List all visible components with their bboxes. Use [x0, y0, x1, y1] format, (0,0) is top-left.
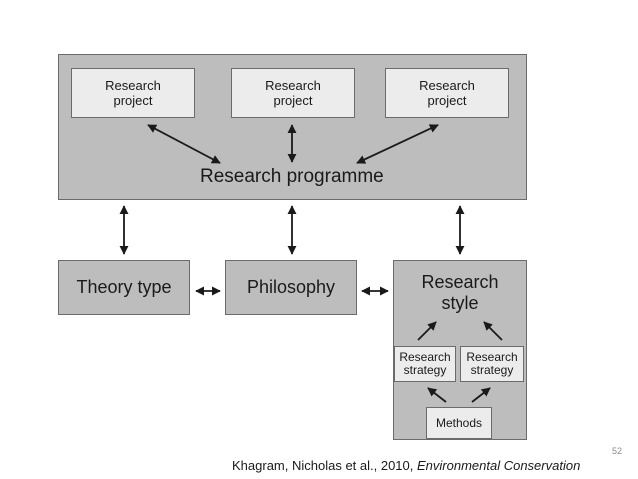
research-project-box-2: Research project — [231, 68, 355, 118]
research-style-text: Research style — [421, 272, 499, 313]
arrow-project3-programme — [356, 124, 439, 164]
citation-journal: Environmental Conservation — [417, 458, 581, 473]
methods-box: Methods — [426, 407, 492, 439]
research-style-label: Research style — [393, 272, 527, 314]
research-project-box-1: Research project — [71, 68, 195, 118]
citation: Khagram, Nicholas et al., 2010, Environm… — [232, 458, 580, 473]
research-strategy-label-right: Research strategy — [466, 350, 518, 377]
research-strategy-box-left: Research strategy — [394, 346, 456, 382]
arrow-strategy-right-style — [483, 321, 503, 341]
methods-label: Methods — [435, 415, 483, 430]
arrow-methods-strategy-right — [471, 387, 491, 403]
theory-type-label: Theory type — [76, 277, 172, 297]
research-project-label-3: Research project — [419, 78, 475, 108]
research-project-label-1: Research project — [105, 78, 161, 108]
philosophy-label: Philosophy — [246, 277, 336, 297]
philosophy-box: Philosophy — [225, 260, 357, 315]
arrow-strategy-left-style — [417, 321, 437, 341]
research-programme-label: Research programme — [200, 166, 384, 187]
research-project-box-3: Research project — [385, 68, 509, 118]
theory-type-box: Theory type — [58, 260, 190, 315]
citation-prefix: Khagram, Nicholas et al., 2010, — [232, 458, 417, 473]
arrow-project1-programme — [147, 124, 221, 164]
arrow-methods-strategy-left — [427, 387, 447, 403]
research-project-label-2: Research project — [265, 78, 321, 108]
research-strategy-box-right: Research strategy — [460, 346, 524, 382]
research-strategy-label-left: Research strategy — [399, 350, 451, 377]
page-number: 52 — [612, 446, 623, 456]
